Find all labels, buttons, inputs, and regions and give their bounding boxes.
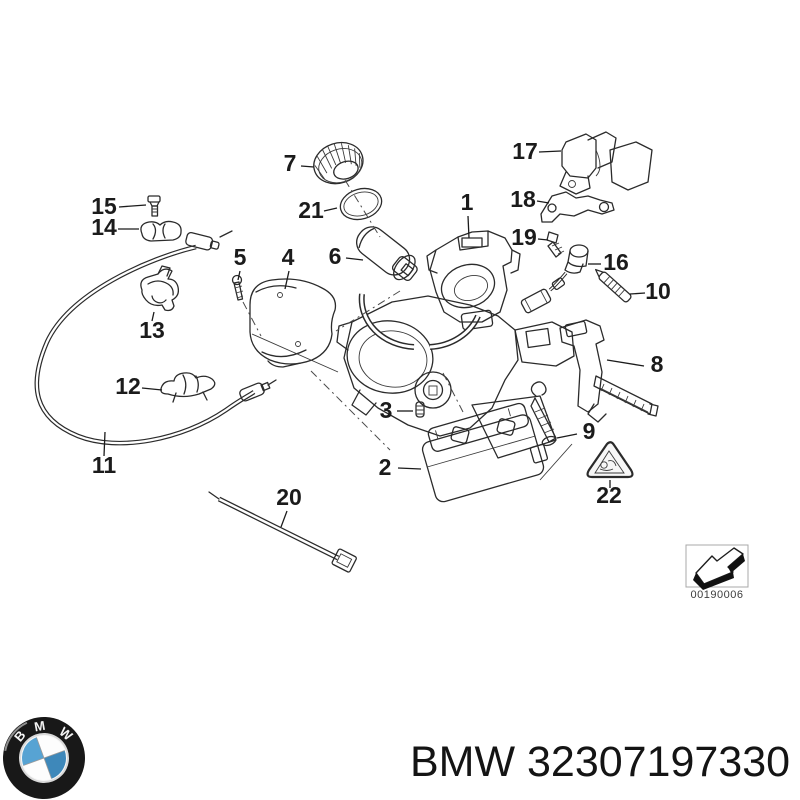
part-callout-11: 11 <box>92 452 117 478</box>
callout-leader-5 <box>237 270 241 281</box>
part-10-pin <box>595 268 632 303</box>
part-7-bearing <box>313 141 364 185</box>
part-callout-14: 14 <box>91 214 117 240</box>
part-callout-16: 16 <box>603 249 629 275</box>
part-8-bracket <box>559 319 659 423</box>
part-callout-5: 5 <box>234 244 247 270</box>
logo-quadrant-white <box>36 736 65 758</box>
callout-leader-17 <box>538 150 562 153</box>
part-callout-22: 22 <box>596 482 622 508</box>
part-number-text: BMW 32307197330 <box>410 738 790 786</box>
part-4-cover <box>249 278 339 373</box>
assembly-axis-lines <box>242 179 464 451</box>
part-6-lock-cylinder <box>356 226 418 282</box>
callout-leader-15 <box>118 204 147 208</box>
callout-leader-10 <box>629 292 646 295</box>
part-callout-15: 15 <box>91 193 117 219</box>
callout-leader-8 <box>606 359 645 367</box>
direction-arrow-icon <box>693 547 745 590</box>
part-14-clamp <box>140 220 182 242</box>
part-12-clip <box>160 372 216 403</box>
callout-leader-12 <box>141 387 163 391</box>
part-2-control-module <box>421 395 573 503</box>
bmw-logo: B M W <box>3 717 85 799</box>
callout-leader-21 <box>323 207 338 212</box>
part-15-screw <box>147 195 161 217</box>
part-3-pin <box>415 401 425 418</box>
part-callout-19: 19 <box>511 224 537 250</box>
part-callout-12: 12 <box>115 373 141 399</box>
legend: 00190006 <box>685 544 749 601</box>
callout-leader-9 <box>556 433 578 439</box>
part-19-screw <box>546 231 565 258</box>
part-5-screw <box>231 274 244 301</box>
part-18-bracket <box>540 191 615 223</box>
part-13-clip <box>140 265 180 312</box>
part-11-cable <box>34 230 277 446</box>
part-callout-9: 9 <box>583 418 596 444</box>
part-callout-8: 8 <box>651 351 664 377</box>
part-17-bracket-set <box>559 131 653 195</box>
part-callout-3: 3 <box>380 397 393 423</box>
part-callout-13: 13 <box>139 317 165 343</box>
part-16-switch <box>520 244 589 314</box>
part-22-warning-label <box>586 441 634 479</box>
callout-leader-11 <box>103 431 106 457</box>
logo-quadrant-blue <box>44 750 66 779</box>
part-callout-21: 21 <box>298 197 324 223</box>
part-21-oring <box>339 187 383 221</box>
housing-assembly <box>336 293 575 444</box>
part-callout-17: 17 <box>512 138 538 164</box>
callout-leader-1 <box>467 215 470 239</box>
callout-leader-20 <box>280 510 288 528</box>
part-callout-6: 6 <box>329 243 342 269</box>
diagram-code: 00190006 <box>691 589 744 601</box>
part-callout-20: 20 <box>276 484 302 510</box>
part-callout-10: 10 <box>645 278 671 304</box>
callout-leader-19 <box>537 238 549 241</box>
part-callout-7: 7 <box>284 150 297 176</box>
logo-quadrant-blue <box>22 737 44 766</box>
callout-leader-2 <box>397 467 422 470</box>
part-9-screw <box>530 381 557 447</box>
logo-quadrant-white <box>23 758 52 780</box>
part-callout-18: 18 <box>510 186 536 212</box>
callout-leader-4 <box>284 270 290 290</box>
part-callout-2: 2 <box>379 454 392 480</box>
part-20-cable-tie <box>208 491 357 573</box>
callout-leader-6 <box>345 257 364 261</box>
part-callout-1: 1 <box>461 189 474 215</box>
part-callout-4: 4 <box>282 244 295 270</box>
part-1-upper-housing <box>426 230 521 323</box>
logo-letter-m: M <box>33 718 46 735</box>
callout-leader-18 <box>536 200 550 204</box>
callout-leader-13 <box>151 311 155 322</box>
callout-leader-7 <box>300 165 315 168</box>
